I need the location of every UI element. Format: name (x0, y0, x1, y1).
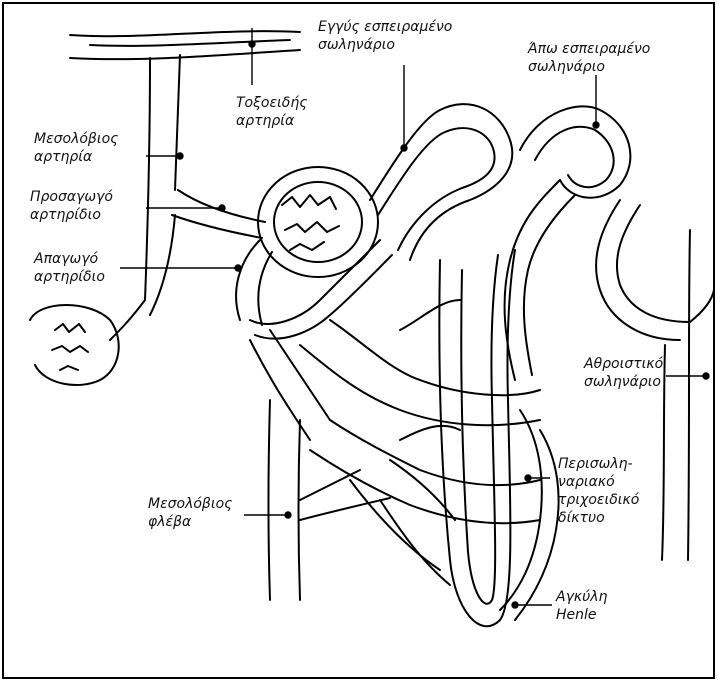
label-interlobular-vein-line1: Μεσολόβιος (148, 495, 232, 513)
label-loop-of-henle-line2: Henle (556, 606, 607, 624)
label-arcuate-artery: Τοξοειδής αρτηρία (236, 94, 307, 130)
afferent-arteriole-vessel (172, 190, 265, 238)
label-peritubular-network-line2: ναριακό (558, 473, 639, 491)
label-interlobular-artery-line1: Μεσολόβιος (34, 130, 118, 148)
label-peritubular-network-line1: Περισωλη- (558, 455, 639, 473)
label-peritubular-network-line4: δίκτυο (558, 509, 639, 527)
label-proximal-tubule-line1: Εγγύς εσπειραμένο (318, 18, 452, 36)
interlobular-artery-vessel (110, 55, 180, 340)
efferent-arteriole-vessel (236, 240, 272, 325)
label-proximal-tubule-line2: σωληνάριο (318, 36, 452, 54)
label-arcuate-artery-line1: Τοξοειδής (236, 94, 307, 112)
label-interlobular-vein-line2: φλέβα (148, 513, 232, 531)
label-collecting-duct: Αθροιστικό σωληνάριο (584, 355, 663, 391)
label-interlobular-vein: Μεσολόβιος φλέβα (148, 495, 232, 531)
label-interlobular-artery: Μεσολόβιος αρτηρία (34, 130, 118, 166)
label-afferent-arteriole-line1: Προσαγωγό (30, 188, 113, 206)
arcuate-artery-vessel (70, 31, 300, 59)
label-distal-tubule-line1: Άπω εσπειραμένο (528, 40, 650, 58)
label-efferent-arteriole-line1: Απαγωγό (34, 250, 105, 268)
label-peritubular-network: Περισωλη- ναριακό τριχοειδικό δίκτυο (558, 455, 639, 527)
label-loop-of-henle: Αγκύλη Henle (556, 588, 607, 624)
secondary-glomerulus (30, 305, 119, 385)
label-arcuate-artery-line2: αρτηρία (236, 112, 307, 130)
label-efferent-arteriole: Απαγωγό αρτηρίδιο (34, 250, 105, 286)
label-collecting-duct-line1: Αθροιστικό (584, 355, 663, 373)
label-interlobular-artery-line2: αρτηρία (34, 148, 118, 166)
peritubular-capillary-network (250, 300, 559, 620)
distal-tubule (505, 106, 631, 380)
label-efferent-arteriole-line2: αρτηρίδιο (34, 268, 105, 286)
label-loop-of-henle-line1: Αγκύλη (556, 588, 607, 606)
label-collecting-duct-line2: σωληνάριο (584, 373, 663, 391)
label-distal-tubule: Άπω εσπειραμένο σωληνάριο (528, 40, 650, 76)
label-proximal-tubule: Εγγύς εσπειραμένο σωληνάριο (318, 18, 452, 54)
label-afferent-arteriole: Προσαγωγό αρτηρίδιο (30, 188, 113, 224)
label-peritubular-network-line3: τριχοειδικό (558, 491, 639, 509)
label-afferent-arteriole-line2: αρτηρίδιο (30, 206, 113, 224)
interlobular-vein-vessel (269, 400, 391, 600)
proximal-tubule (250, 104, 512, 339)
label-distal-tubule-line2: σωληνάριο (528, 58, 650, 76)
